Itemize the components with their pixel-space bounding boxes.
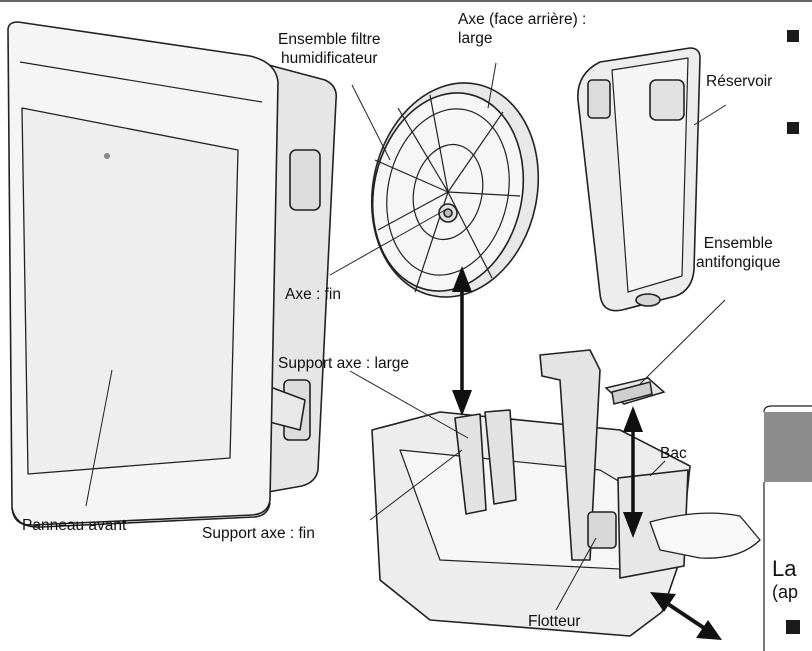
bullet-square-mid xyxy=(787,122,799,134)
label-axis-rear: Axe (face arrière) : large xyxy=(458,11,587,47)
label-axis-support-thin: Support axe : fin xyxy=(202,525,315,542)
label-axis-thin: Axe : fin xyxy=(285,286,341,303)
diagonal-arrow-tray xyxy=(650,592,722,640)
filter-wheel-illustration xyxy=(370,82,540,298)
label-front-panel: Panneau avant xyxy=(22,517,127,534)
side-text-line2: (ap xyxy=(772,582,799,602)
label-filter-assembly: Ensemble filtre humidificateur xyxy=(278,31,381,67)
vertical-arrow-antifungal xyxy=(623,406,643,538)
side-text-line1: La xyxy=(772,556,797,581)
front-panel-illustration xyxy=(7,21,338,528)
vertical-arrow-filter xyxy=(452,266,472,416)
label-tank: Réservoir xyxy=(706,73,773,90)
bullet-square-top xyxy=(787,30,799,42)
antifungal-part-illustration xyxy=(604,377,666,405)
tank-illustration xyxy=(577,47,701,312)
label-tray: Bac xyxy=(660,445,687,462)
side-panel-box xyxy=(763,405,812,651)
label-antifungal-assembly: Ensemble antifongique xyxy=(696,235,781,271)
label-float: Flotteur xyxy=(528,613,581,630)
label-axis-support-wide: Support axe : large xyxy=(278,355,409,372)
bullet-square-bottom xyxy=(786,620,800,634)
leader-lines xyxy=(85,62,727,611)
tray-illustration xyxy=(371,349,761,637)
